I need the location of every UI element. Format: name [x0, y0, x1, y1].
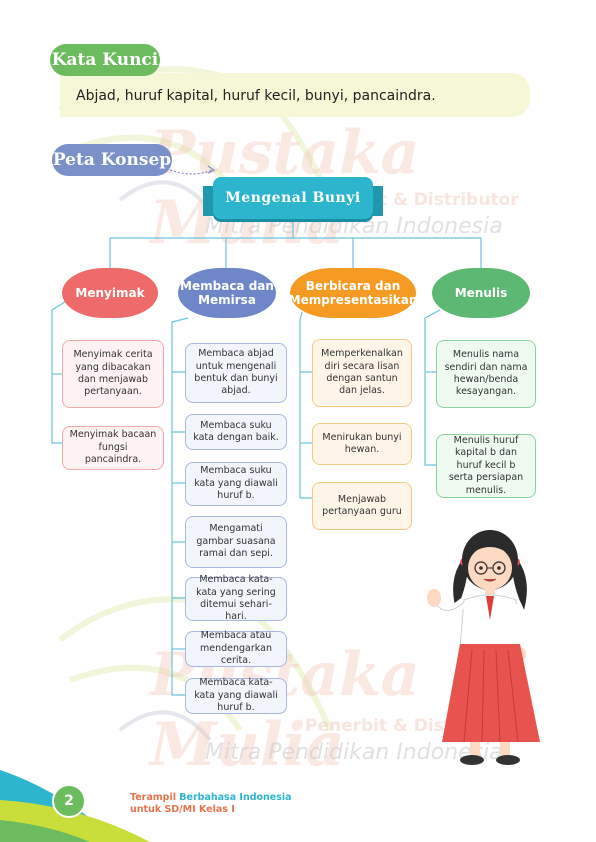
item-membaca-4: Mengamati gambar suasana ramai dan sepi. [185, 516, 287, 568]
kata-kunci-text: Abjad, huruf kapital, huruf kecil, bunyi… [76, 88, 436, 104]
item-berbicara-3: Menjawab pertanyaan guru [312, 482, 412, 530]
item-menulis-2: Menulis huruf kapital b dan huruf kecil … [436, 434, 536, 498]
category-menyimak: Menyimak [62, 268, 158, 318]
item-membaca-7: Membaca kata-kata yang diawali huruf b. [185, 677, 287, 714]
item-membaca-1: Membaca abjad untuk mengenali bentuk dan… [185, 343, 287, 403]
footer-book-title: Terampil Berbahasa Indonesia [130, 792, 292, 803]
dotted-arrow [169, 165, 216, 175]
page-number: 2 [52, 784, 86, 818]
item-menyimak-1: Menyimak cerita yang dibacakan dan menja… [62, 340, 164, 408]
category-membaca-memirsa: Membaca dan Memirsa [178, 268, 276, 318]
footer-book-subtitle: untuk SD/MI Kelas I [130, 804, 235, 815]
item-menyimak-2: Menyimak bacaan fungsi pancaindra. [62, 426, 164, 470]
kata-kunci-heading: Kata Kunci [50, 44, 160, 76]
kata-kunci-box [60, 73, 530, 117]
girl-illustration [427, 530, 540, 765]
item-membaca-5: Membaca kata-kata yang sering ditemui se… [185, 574, 287, 622]
item-membaca-3: Membaca suku kata yang diawali huruf b. [185, 462, 287, 506]
footer-book-word1: Terampil [130, 792, 176, 803]
item-membaca-6: Membaca atau mendengarkan cerita. [185, 630, 287, 667]
item-membaca-2: Membaca suku kata dengan baik. [185, 414, 287, 450]
item-berbicara-2: Menirukan bunyi hewan. [312, 423, 412, 465]
item-menulis-1: Menulis nama sendiri dan nama hewan/bend… [436, 340, 536, 408]
category-menulis: Menulis [432, 268, 530, 318]
concept-title-banner: Mengenal Bunyi [213, 177, 373, 219]
item-berbicara-1: Memperkenalkan diri secara lisan dengan … [312, 339, 412, 407]
watermark-brand: Pustaka Mulia [150, 118, 420, 258]
peta-konsep-heading: Peta Konsep [52, 144, 172, 176]
footer-book-word2: Berbahasa Indonesia [179, 792, 292, 803]
category-berbicara: Berbicara dan Mempresentasikan [289, 268, 417, 318]
watermark-tagline-2: Mitra Pendidikan Indonesia [205, 740, 503, 765]
